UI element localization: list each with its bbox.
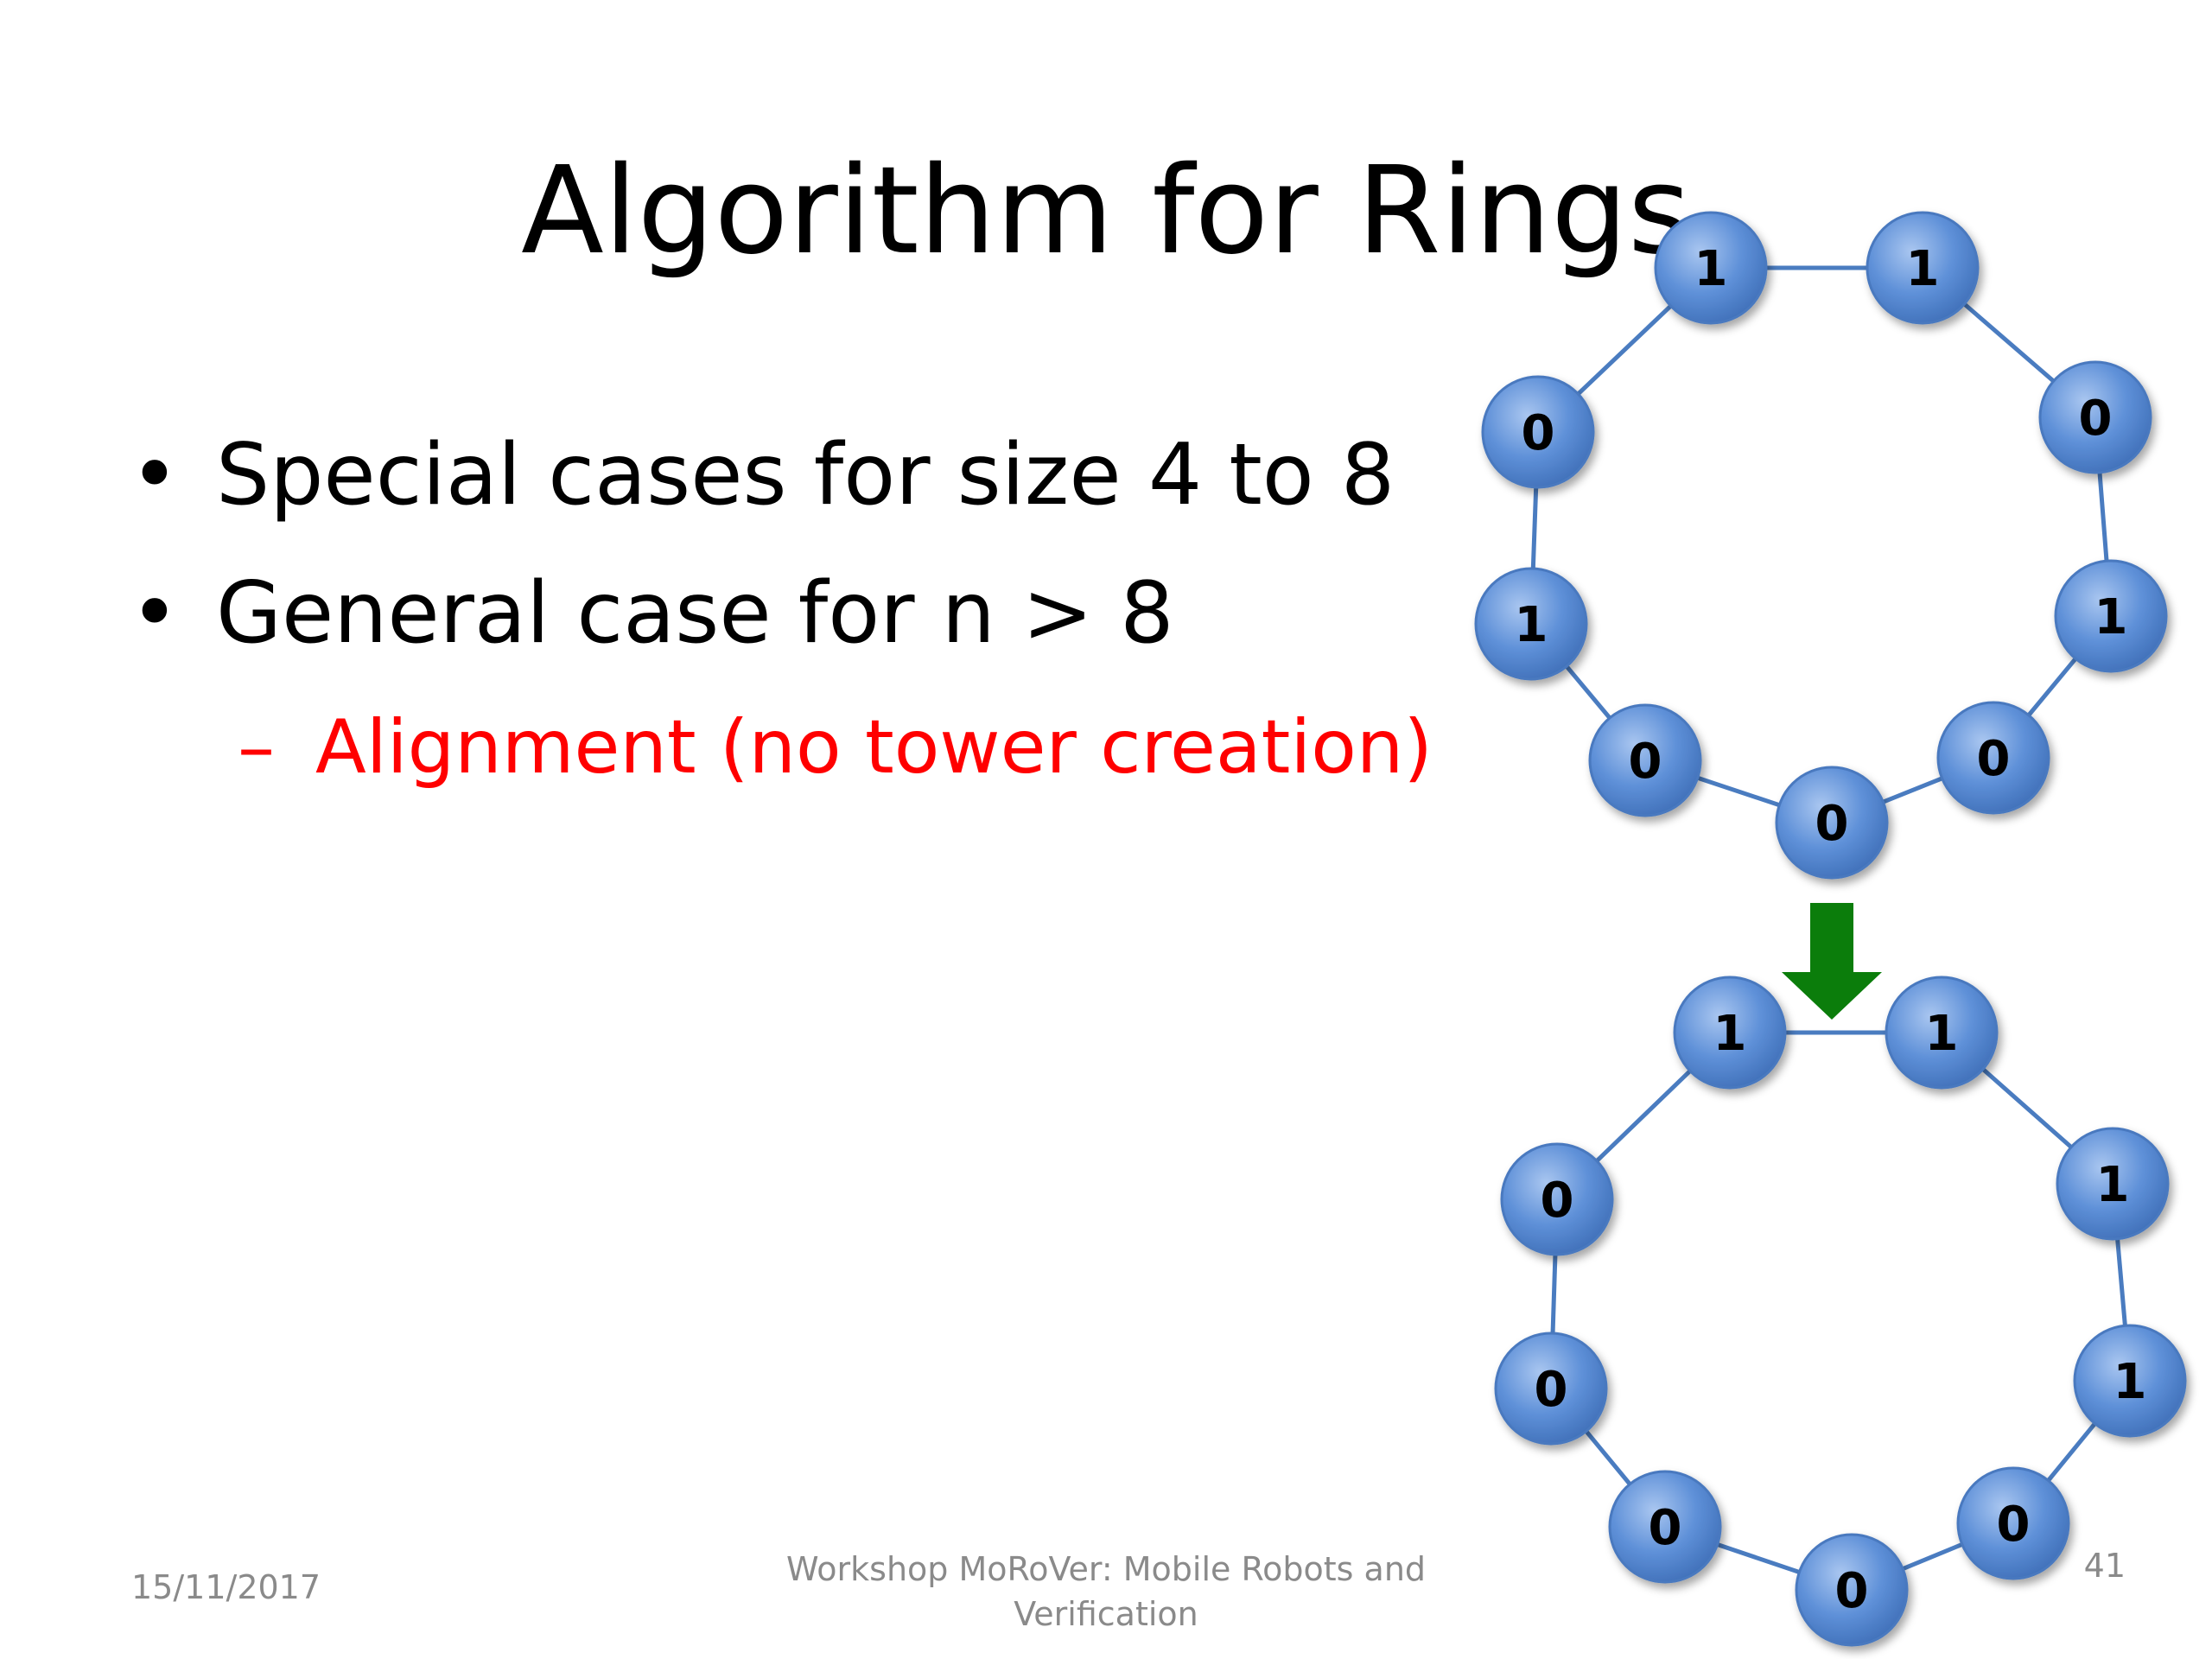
bullet-item: • General case for n > 8 [130, 544, 1426, 683]
ring-node-circle [1494, 1332, 1608, 1446]
ring-node: 1 [1866, 211, 1980, 325]
ring-node-label: 1 [2094, 589, 2128, 645]
ring-node-label: 1 [1694, 241, 1728, 297]
ring-node-label: 0 [1522, 405, 1555, 461]
ring-node-label: 1 [2113, 1354, 2147, 1410]
ring-node-label: 0 [1541, 1173, 1574, 1229]
ring-node-label: 1 [2096, 1157, 2130, 1213]
ring-node: 1 [1654, 211, 1768, 325]
ring-node: 0 [2038, 360, 2152, 474]
ring-node: 0 [1956, 1466, 2070, 1580]
sub-bullet-item: – Alignment (no tower creation) [130, 683, 1433, 812]
ring-node-circle [1936, 701, 2050, 815]
ring-node-circle [1885, 976, 1999, 1090]
ring-node-circle [2054, 559, 2168, 673]
ring-node-label: 0 [1977, 731, 2011, 787]
ring-node-label: 0 [1535, 1362, 1568, 1418]
ring-node-label: 0 [1649, 1500, 1682, 1556]
ring-node-circle [1481, 375, 1595, 489]
bullet-text: Special cases for size 4 to 8 [216, 426, 1395, 524]
bottom-ring: 1 1 1 1 0 0 0 0 0 [1494, 976, 2187, 1647]
ring-node: 1 [1885, 976, 1999, 1090]
ring-node-circle [1956, 1466, 2070, 1580]
bullet-dot: • [130, 426, 180, 524]
page-number: 41 [2083, 1547, 2126, 1585]
ring-node-circle [1775, 766, 1889, 880]
ring-node-circle [2038, 360, 2152, 474]
ring-node-label: 1 [1925, 1006, 1959, 1062]
top-ring: 1 1 0 1 0 0 0 1 0 [1474, 211, 2168, 880]
ring-node: 0 [1494, 1332, 1608, 1446]
ring-node: 1 [1673, 976, 1787, 1090]
ring-node: 0 [1775, 766, 1889, 880]
ring-node: 0 [1795, 1533, 1909, 1647]
bullet-list: • Special cases for size 4 to 8 • Genera… [130, 406, 1433, 812]
ring-node-label: 1 [1713, 1006, 1747, 1062]
bullet-text: General case for n > 8 [216, 564, 1174, 663]
ring-node-circle [1474, 567, 1588, 681]
ring-node-circle [1654, 211, 1768, 325]
ring-node-label: 0 [1629, 734, 1662, 790]
ring-node: 1 [2056, 1127, 2170, 1241]
ring-node: 0 [1500, 1142, 1614, 1256]
ring-node-circle [1795, 1533, 1909, 1647]
ring-node-circle [1673, 976, 1787, 1090]
ring-node: 0 [1608, 1470, 1722, 1584]
ring-node-label: 0 [1815, 796, 1849, 852]
bullet-item: • Special cases for size 4 to 8 [130, 406, 1426, 544]
down-arrow-icon [1782, 903, 1882, 1020]
sub-bullet-dash: – [238, 704, 275, 791]
ring-node-label: 0 [2079, 391, 2113, 447]
ring-node: 0 [1936, 701, 2050, 815]
ring-node: 1 [2054, 559, 2168, 673]
footer-title-line: Workshop MoRoVer: Mobile Robots and [785, 1550, 1427, 1588]
sub-bullet-text: Alignment (no tower creation) [315, 704, 1433, 791]
ring-node-circle [1866, 211, 1980, 325]
ring-node: 0 [1588, 703, 1702, 817]
ring-node-circle [1500, 1142, 1614, 1256]
slide-title: Algorithm for Rings [521, 141, 1691, 282]
bullet-dot: • [130, 564, 180, 663]
ring-node: 1 [1474, 567, 1588, 681]
ring-node-label: 1 [1906, 241, 1940, 297]
footer-date: 15/11/2017 [131, 1568, 321, 1606]
ring-node-label: 0 [1835, 1563, 1869, 1619]
ring-node-circle [2056, 1127, 2170, 1241]
ring-node: 1 [2073, 1324, 2187, 1438]
ring-node-label: 1 [1515, 597, 1548, 653]
ring-node-circle [1588, 703, 1702, 817]
footer-title: Workshop MoRoVer: Mobile Robots and Veri… [760, 1547, 1452, 1637]
ring-node: 0 [1481, 375, 1595, 489]
ring-node-circle [1608, 1470, 1722, 1584]
ring-node-circle [2073, 1324, 2187, 1438]
footer-title-line: Verification [1014, 1595, 1198, 1633]
ring-node-label: 0 [1997, 1497, 2031, 1553]
